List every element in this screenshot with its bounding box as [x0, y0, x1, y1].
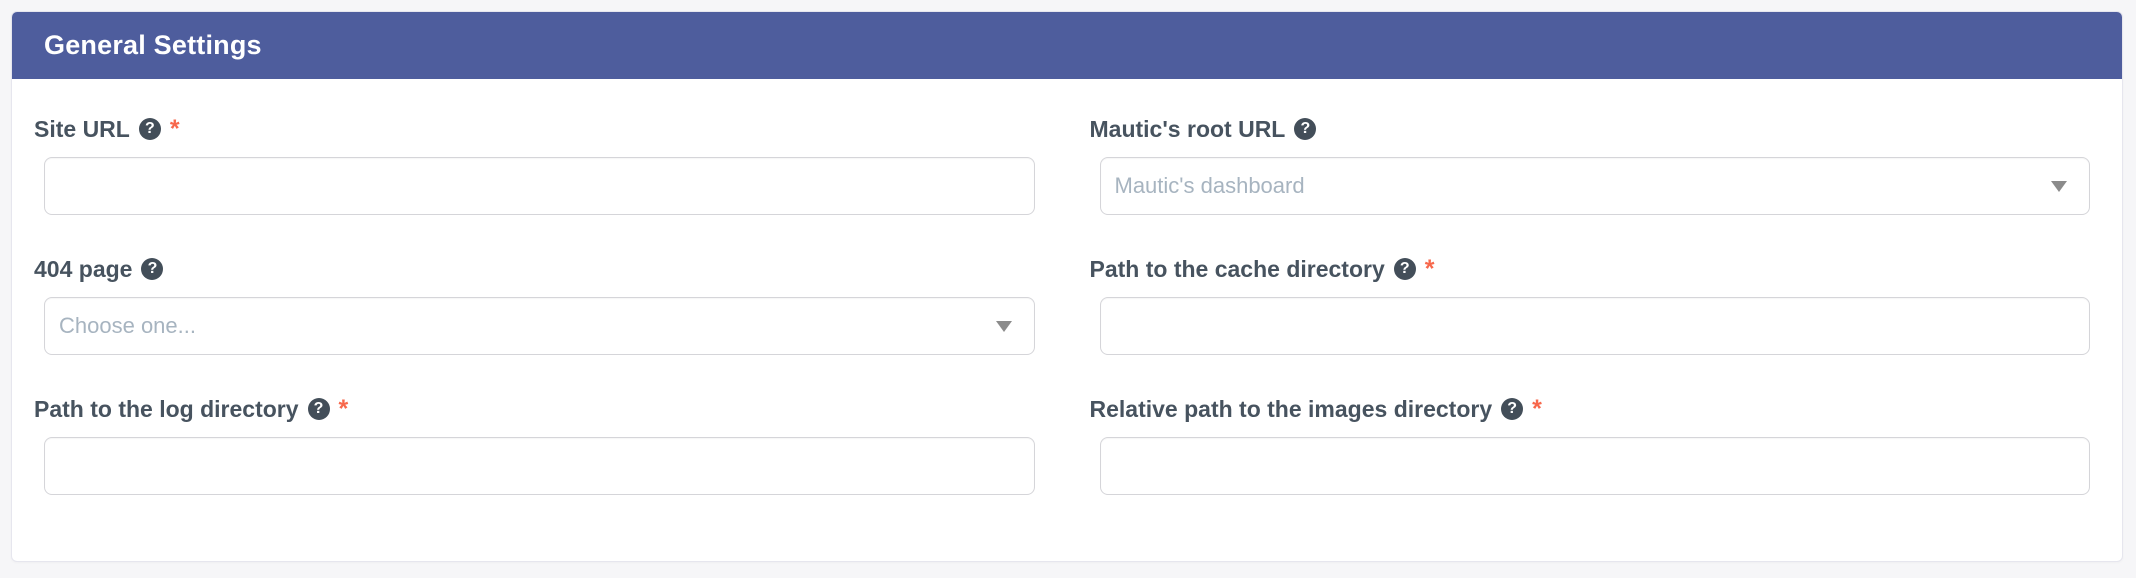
help-icon[interactable]: ? [307, 398, 330, 420]
chevron-down-icon [995, 321, 1012, 332]
chevron-down-icon [2051, 181, 2067, 192]
mautic-root-url-label: Mautic's root URL ? [1090, 115, 2091, 143]
404-page-selected-value: Choose one... [59, 313, 196, 338]
mautic-root-url-select[interactable]: Mautic's dashboard [1099, 157, 2090, 215]
help-icon[interactable]: ? [1393, 258, 1416, 280]
404-page-select[interactable]: Choose one... [44, 297, 1035, 355]
required-asterisk: * [169, 115, 180, 143]
mautic-root-url-selected-value: Mautic's dashboard [1114, 173, 1305, 198]
cache-directory-label-text: Path to the cache directory [1089, 256, 1385, 282]
form-group-images-directory: Relative path to the images directory ? … [1090, 395, 2090, 495]
required-asterisk: * [338, 395, 349, 423]
mautic-root-url-label-text: Mautic's root URL [1089, 116, 1286, 142]
panel-body: Site URL ? * Mautic's root URL ? Mautic'… [12, 79, 2122, 561]
form-group-mautic-root-url: Mautic's root URL ? Mautic's dashboard [1090, 115, 2090, 215]
help-icon[interactable]: ? [141, 258, 164, 280]
general-settings-panel: General Settings Site URL ? * Mautic's r… [11, 11, 2123, 562]
required-asterisk: * [1424, 255, 1435, 283]
images-directory-label: Relative path to the images directory ? … [1090, 395, 2091, 423]
404-page-label-text: 404 page [34, 256, 133, 282]
help-icon[interactable]: ? [138, 118, 161, 140]
form-group-log-directory: Path to the log directory ? * [34, 395, 1035, 495]
form-group-cache-directory: Path to the cache directory ? * [1090, 255, 2090, 355]
images-directory-input[interactable] [1099, 437, 2090, 495]
cache-directory-input[interactable] [1099, 297, 2090, 355]
log-directory-input[interactable] [44, 437, 1035, 495]
form-group-404-page: 404 page ? Choose one... [34, 255, 1035, 355]
log-directory-label: Path to the log directory ? * [34, 395, 1035, 423]
images-directory-label-text: Relative path to the images directory [1089, 396, 1493, 422]
cache-directory-label: Path to the cache directory ? * [1090, 255, 2091, 283]
form-group-site-url: Site URL ? * [34, 115, 1035, 215]
help-icon[interactable]: ? [1294, 118, 1317, 140]
panel-title: General Settings [44, 30, 262, 60]
log-directory-label-text: Path to the log directory [34, 396, 299, 422]
site-url-label-text: Site URL [34, 116, 130, 142]
site-url-label: Site URL ? * [34, 115, 1035, 143]
help-icon[interactable]: ? [1501, 398, 1524, 420]
404-page-label: 404 page ? [34, 255, 1035, 283]
panel-header: General Settings [12, 12, 2122, 79]
site-url-input[interactable] [44, 157, 1035, 215]
required-asterisk: * [1532, 395, 1542, 423]
